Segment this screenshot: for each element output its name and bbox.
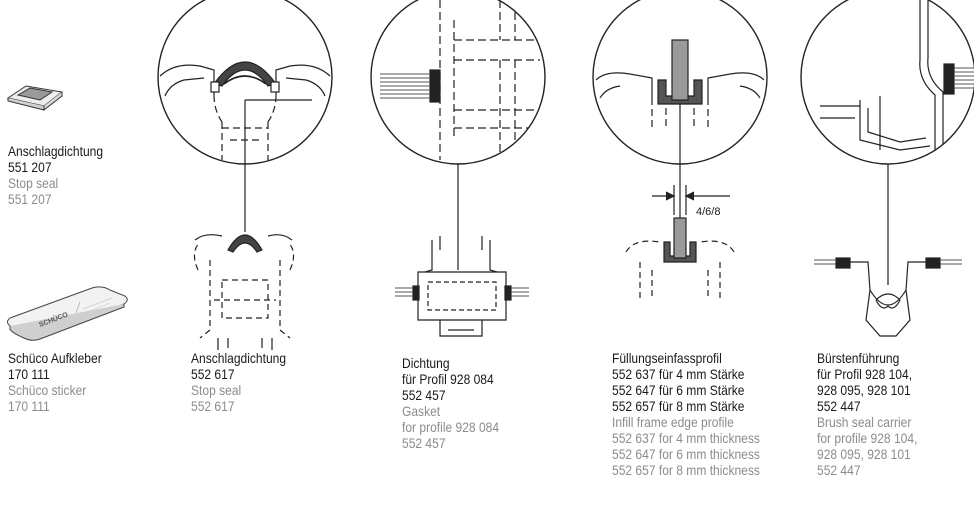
caption-en-line: 928 095, 928 101 — [817, 446, 911, 462]
caption-de-line: 552 457 — [402, 387, 446, 403]
caption-de-line: 552 617 — [191, 366, 235, 382]
caption-de-line: 552 647 für 6 mm Stärke — [612, 382, 745, 398]
caption-de-line: Anschlagdichtung — [191, 350, 287, 366]
caption-en-line: 552 617 — [191, 398, 235, 414]
caption-en-line: 552 447 — [817, 462, 861, 478]
caption-de-line: Bürstenführung — [817, 350, 900, 366]
caption-de-line: für Profil 928 104, — [817, 366, 913, 382]
caption-en-line: 170 111 — [8, 398, 50, 414]
caption-en-line: Schüco sticker — [8, 382, 87, 398]
dimension-label: 4/6/8 — [696, 206, 721, 218]
caption-stop-seal-552617: Anschlagdichtung 552 617 Stop seal 552 6… — [191, 350, 286, 414]
caption-de-line: 552 657 für 8 mm Stärke — [612, 398, 745, 414]
caption-infill-frame: Füllungseinfassprofil 552 637 für 4 mm S… — [612, 350, 760, 478]
caption-en-line: Infill frame edge profile — [612, 414, 734, 430]
caption-en-line: Stop seal — [191, 382, 242, 398]
schueco-sticker-thumbnail: SCHÜCO — [7, 286, 128, 341]
caption-de-line: 928 095, 928 101 — [817, 382, 911, 398]
caption-brush-seal-carrier: Bürstenführung für Profil 928 104, 928 0… — [817, 350, 917, 478]
infill-frame-detail — [592, 0, 768, 300]
caption-en-line: 552 647 for 6 mm thickness — [612, 446, 760, 462]
caption-en-line: 552 457 — [402, 435, 446, 451]
caption-en-line: Stop seal — [8, 175, 59, 191]
caption-de-line: Anschlagdichtung — [8, 143, 104, 159]
caption-de-line: 552 447 — [817, 398, 861, 414]
caption-de-line: 170 111 — [8, 366, 50, 382]
caption-en-line: for profile 928 084 — [402, 419, 500, 435]
caption-gasket-552457: Dichtung für Profil 928 084 552 457 Gask… — [402, 355, 499, 451]
caption-en-line: Brush seal carrier — [817, 414, 912, 430]
caption-de-line: Füllungseinfassprofil — [612, 350, 722, 366]
caption-en-line: for profile 928 104, — [817, 430, 918, 446]
caption-de-line: für Profil 928 084 — [402, 371, 494, 387]
stop-seal-thumbnail — [6, 85, 64, 112]
caption-en-line: Gasket — [402, 403, 441, 419]
caption-en-line: 552 657 for 8 mm thickness — [612, 462, 760, 478]
caption-de-line: Schüco Aufkleber — [8, 350, 102, 366]
caption-de-line: 551 207 — [8, 159, 52, 175]
caption-stop-seal-551207: Anschlagdichtung 551 207 Stop seal 551 2… — [8, 143, 103, 207]
caption-en-line: 552 637 for 4 mm thickness — [612, 430, 760, 446]
gasket-detail — [370, 0, 546, 337]
caption-de-line: Dichtung — [402, 355, 450, 371]
stop-seal-detail — [157, 0, 333, 350]
brush-seal-detail — [800, 0, 974, 337]
caption-en-line: 551 207 — [8, 191, 52, 207]
caption-schueco-sticker: Schüco Aufkleber 170 111 Schüco sticker … — [8, 350, 102, 414]
caption-de-line: 552 637 für 4 mm Stärke — [612, 366, 745, 382]
